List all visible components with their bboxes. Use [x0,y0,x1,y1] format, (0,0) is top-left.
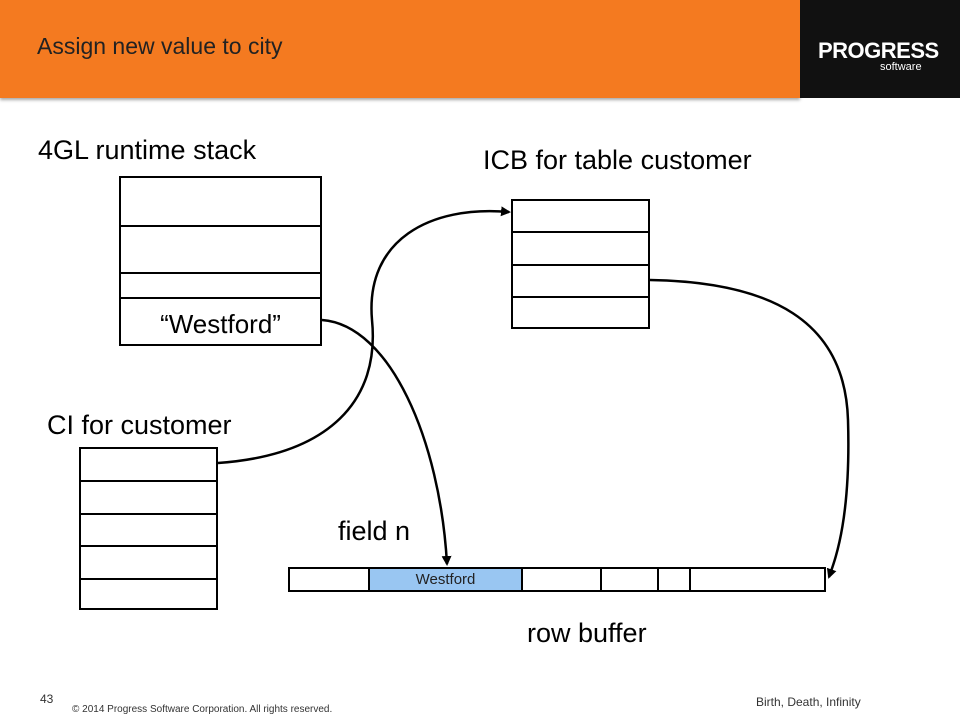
row-buffer: Westford [288,567,826,592]
logo-panel [800,0,960,98]
runtime-stack-label: 4GL runtime stack [38,135,257,165]
presentation-title: Birth, Death, Infinity [756,695,861,709]
slide-title: Assign new value to city [37,33,283,59]
icb-cell [513,233,648,266]
icb-cell [513,201,648,233]
field-n-label: field n [338,516,411,546]
arrow-ci-to-icb [217,206,511,465]
ci-label: CI for customer [47,410,232,440]
progress-logo: PROGRESS [818,38,939,63]
icb-cell [513,266,648,298]
ci-cell [81,547,216,580]
stack-cell [121,178,320,227]
arrow-stack-to-field [321,318,452,566]
row-buffer-field [523,569,602,590]
stack-cell [121,226,320,274]
ci-table [79,447,218,610]
ci-cell [81,515,216,547]
stack-cell-westford: “Westford” [121,299,320,344]
row-buffer-field-n: Westford [370,569,523,590]
slide-number: 43 [40,692,54,706]
arrow-icb-to-rowbuffer [649,278,850,579]
ci-cell [81,449,216,482]
progress-logo-sub: software [880,61,922,73]
row-buffer-label: row buffer [527,618,647,648]
row-buffer-field [290,569,370,590]
icb-table [511,199,650,329]
runtime-stack: “Westford” [119,176,322,346]
slide-header: Assign new value to city [0,0,800,98]
icb-label: ICB for table customer [483,145,752,175]
copyright-text: © 2014 Progress Software Corporation. Al… [72,704,333,715]
ci-cell [81,482,216,515]
row-buffer-field [659,569,691,590]
stack-cell [121,274,320,299]
row-buffer-field [602,569,659,590]
stack-value: “Westford” [160,309,281,339]
